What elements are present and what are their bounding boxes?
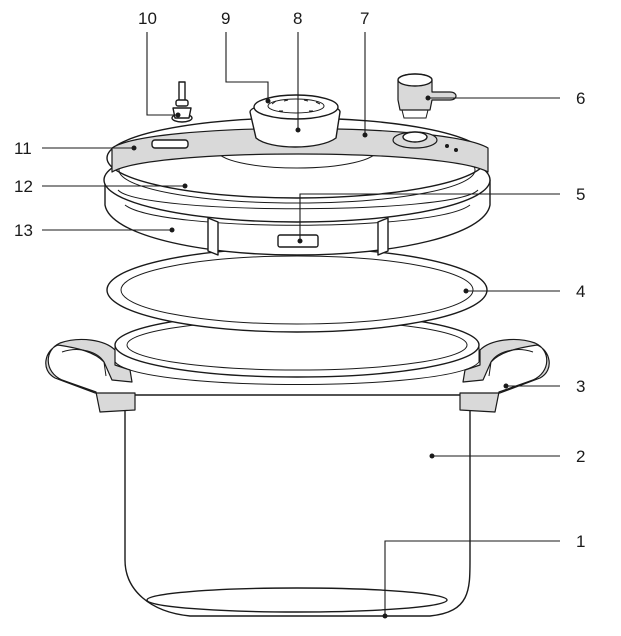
callout-labels: 1 2 3 4 5 6 7 8 9 10 11 12 13 — [14, 9, 585, 551]
safety-valve-pin — [171, 81, 193, 123]
callout-13: 13 — [14, 221, 33, 240]
leader-lines — [42, 32, 560, 619]
callout-1: 1 — [576, 532, 585, 551]
callout-3: 3 — [576, 377, 585, 396]
pressure-regulator-valve — [397, 73, 457, 119]
right-handle — [459, 338, 550, 413]
callout-4: 4 — [576, 282, 585, 301]
callout-9: 9 — [221, 9, 230, 28]
callout-8: 8 — [293, 9, 302, 28]
center-knob — [249, 94, 341, 148]
callout-12: 12 — [14, 177, 33, 196]
sealing-gasket — [106, 247, 488, 333]
callout-7: 7 — [360, 9, 369, 28]
callout-11: 11 — [14, 139, 32, 158]
valve-seat — [392, 131, 438, 149]
callout-10: 10 — [138, 9, 157, 28]
lid-clips — [207, 217, 389, 256]
callout-6: 6 — [576, 89, 585, 108]
pot-body — [124, 394, 471, 617]
left-handle — [45, 338, 136, 413]
callout-5: 5 — [576, 185, 585, 204]
callout-2: 2 — [576, 447, 585, 466]
